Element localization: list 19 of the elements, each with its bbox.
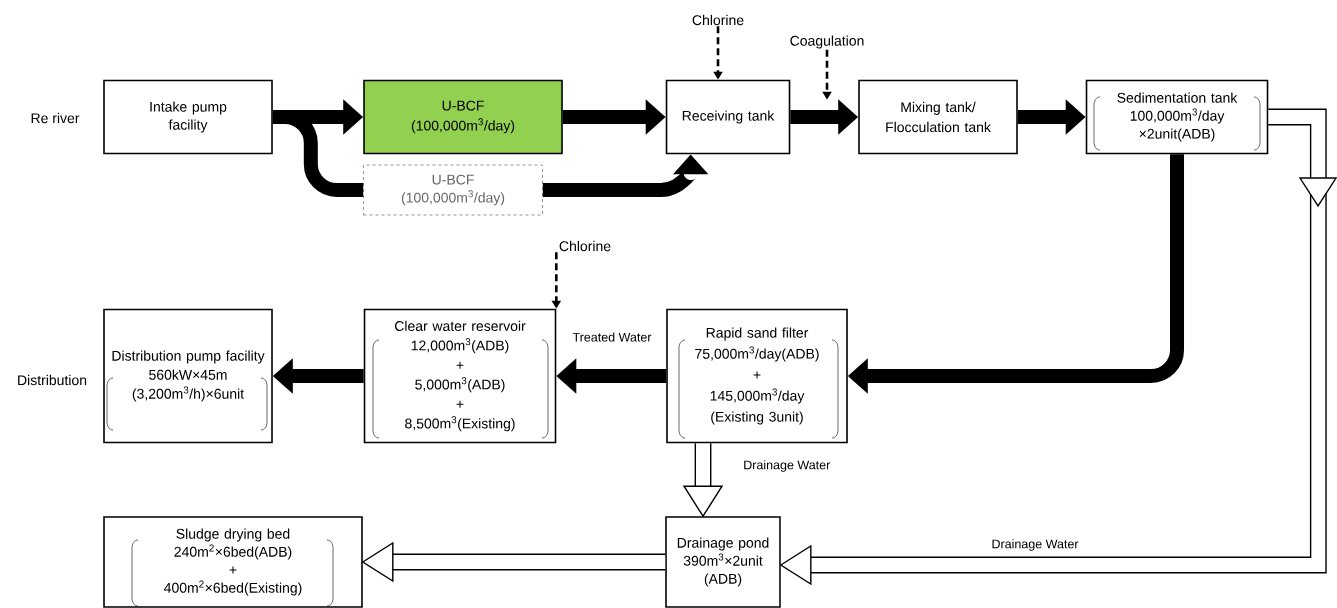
process-box: Receiving tank bbox=[665, 79, 791, 155]
edge-label: Drainage Water bbox=[990, 538, 1080, 552]
process-box: Drainage pond 390m$^{3}$×2unit (ADB) bbox=[665, 516, 781, 608]
process-box: Sludge drying bed 240m$^{2}$×6bed(ADB) + 400m$^{2}$×6bed(Existing) bbox=[103, 516, 363, 608]
process-box: Rapid sand filter 75,000m$^{3}$/day(ADB) + 145,000m$^{3}$/day (Existing 3unit) bbox=[666, 308, 848, 444]
process-box: U-BCF (100,000m$^{3}$/day) bbox=[363, 79, 563, 155]
flow-label: Coagulation bbox=[790, 35, 864, 49]
flow-label: Re river bbox=[31, 112, 80, 124]
edge-label: Drainage Water bbox=[742, 459, 832, 473]
process-box: Distribution pump facility 560kW×45m (3,200m$^{3}$/h)×6unit bbox=[103, 308, 273, 444]
flow-label: Chlorine bbox=[559, 240, 611, 252]
edge-label: Treated Water bbox=[571, 331, 653, 343]
process-box: Sedimentation tank 100,000m$^{3}$/day ×2unit(ADB) bbox=[1085, 79, 1269, 155]
planned-box: U-BCF (100,000m$^{3}$/day) bbox=[363, 164, 543, 216]
flow-label: Chlorine bbox=[692, 14, 744, 26]
process-box: Mixing tank/ Flocculation tank bbox=[858, 79, 1018, 155]
flow-label: Distribution bbox=[18, 374, 87, 386]
process-box: Intake pump facility bbox=[103, 79, 273, 155]
process-box: Clear water reservoir 12,000m$^{3}$(ADB) + 5,000m$^{3}$(ADB) + 8,500m$^{3}$(Existing) bbox=[363, 308, 557, 444]
